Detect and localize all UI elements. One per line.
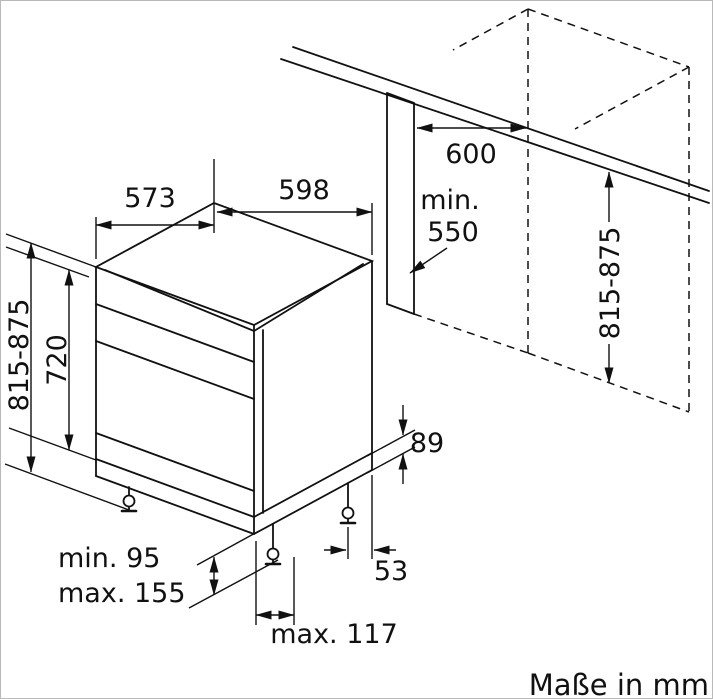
dim-label-598: 598 xyxy=(278,175,330,206)
dim-label-min550-line2: 550 xyxy=(427,217,479,248)
dimension-foot-height: min. 95 max. 155 xyxy=(58,530,279,609)
dimension-720: 720 xyxy=(42,269,74,451)
dim-label-600: 600 xyxy=(445,139,497,170)
dim-label-min550-line1: min. xyxy=(420,185,480,216)
dim-label-815-875-left: 815-875 xyxy=(4,299,35,412)
dim-label-573: 573 xyxy=(124,183,176,214)
dim-label-max-155: max. 155 xyxy=(58,578,186,609)
units-caption: Maße in mm xyxy=(529,668,709,699)
dimension-598: 598 xyxy=(216,175,373,255)
dimension-max-117: max. 117 xyxy=(255,541,398,650)
niche-side-panel xyxy=(386,92,415,315)
dim-label-max-117: max. 117 xyxy=(270,619,398,650)
dimension-min-550: min. 550 xyxy=(409,185,480,274)
dimension-89: 89 xyxy=(366,405,444,484)
worktop-counter xyxy=(280,46,710,204)
dishwasher-outline xyxy=(93,202,375,535)
dim-label-min-95: min. 95 xyxy=(58,543,160,574)
dim-label-815-875-right: 815-875 xyxy=(595,227,626,340)
dimension-815-875-left: 815-875 xyxy=(4,233,130,511)
adjustable-feet xyxy=(120,482,357,566)
dim-label-89: 89 xyxy=(410,428,444,459)
dimension-53: 53 xyxy=(324,475,408,587)
dim-label-53: 53 xyxy=(374,556,408,587)
dimension-815-875-right: 815-875 xyxy=(595,171,626,384)
dim-label-720: 720 xyxy=(42,334,73,386)
dimension-600: 600 xyxy=(416,123,527,170)
dimension-573: 573 xyxy=(95,159,215,259)
